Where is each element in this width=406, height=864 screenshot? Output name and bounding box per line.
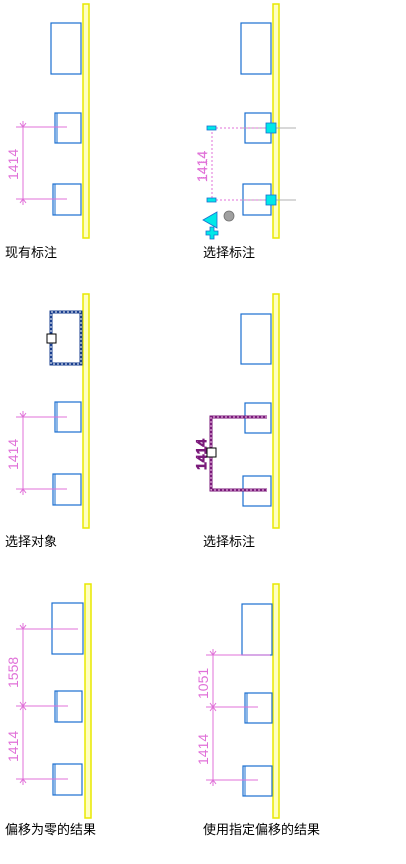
dimension-line: 1051 1414: [195, 649, 270, 786]
caption-select-dimension: 选择标注: [203, 246, 255, 261]
flip-arrow-icon[interactable]: [202, 211, 218, 229]
dimension-text-lower: 1414: [195, 734, 211, 765]
selected-element[interactable]: [46, 310, 83, 366]
element-bottom: [242, 765, 273, 797]
selected-dimension[interactable]: 1414: [194, 122, 277, 206]
pick-box-icon: [206, 447, 217, 458]
panel-select-dimension: 1414 选择标注: [194, 3, 296, 261]
wall: [272, 293, 280, 529]
panel-zero-offset-result: 1558 1414 偏移为零的结果: [5, 583, 96, 838]
caption-select-object: 选择对象: [5, 535, 57, 550]
dimension-text-lower: 1414: [5, 731, 21, 762]
wall: [84, 583, 92, 819]
element-top: [240, 22, 272, 75]
element-middle: [244, 692, 273, 724]
wall: [272, 3, 280, 239]
caption-select-dimension-2: 选择标注: [203, 535, 255, 550]
panel-select-dimension-2: 1414 选择标注: [192, 293, 280, 550]
dimension-line: 1414: [5, 121, 67, 205]
wall: [272, 583, 280, 819]
dimension-text: 1414: [5, 439, 21, 470]
add-witness-icon[interactable]: [205, 226, 219, 240]
grip-origin-bottom[interactable]: [265, 194, 277, 206]
dimension-text: 1414: [193, 439, 209, 470]
caption-existing-dimension: 现有标注: [5, 246, 57, 261]
highlighted-dimension[interactable]: 1414: [192, 415, 267, 492]
grip-origin-top[interactable]: [265, 122, 277, 134]
panel-select-object: 1414 选择对象: [5, 293, 90, 550]
grip-end-bottom[interactable]: [206, 197, 217, 203]
wall: [82, 3, 90, 239]
dimension-text: 1414: [194, 151, 210, 182]
dimension-line: 1558 1414: [5, 623, 78, 785]
panel-specified-offset-result: 1051 1414 使用指定偏移的结果: [195, 583, 320, 838]
dimension-text-upper: 1051: [195, 668, 211, 699]
wall: [82, 293, 90, 529]
pick-box-icon: [46, 333, 57, 344]
caption-zero-offset-result: 偏移为零的结果: [5, 822, 96, 838]
panel-existing-dimension: 1414 现有标注: [5, 3, 90, 261]
element-middle: [54, 112, 82, 144]
caption-specified-offset-result: 使用指定偏移的结果: [203, 822, 320, 838]
dimension-text-upper: 1558: [5, 657, 21, 688]
element-top: [50, 22, 82, 75]
element-top: [241, 603, 273, 656]
dimension-line: 1414: [5, 411, 67, 495]
dimension-text: 1414: [5, 149, 21, 180]
grip-circle-icon[interactable]: [223, 210, 235, 222]
element-top: [240, 313, 272, 365]
grip-end-top[interactable]: [206, 125, 217, 131]
